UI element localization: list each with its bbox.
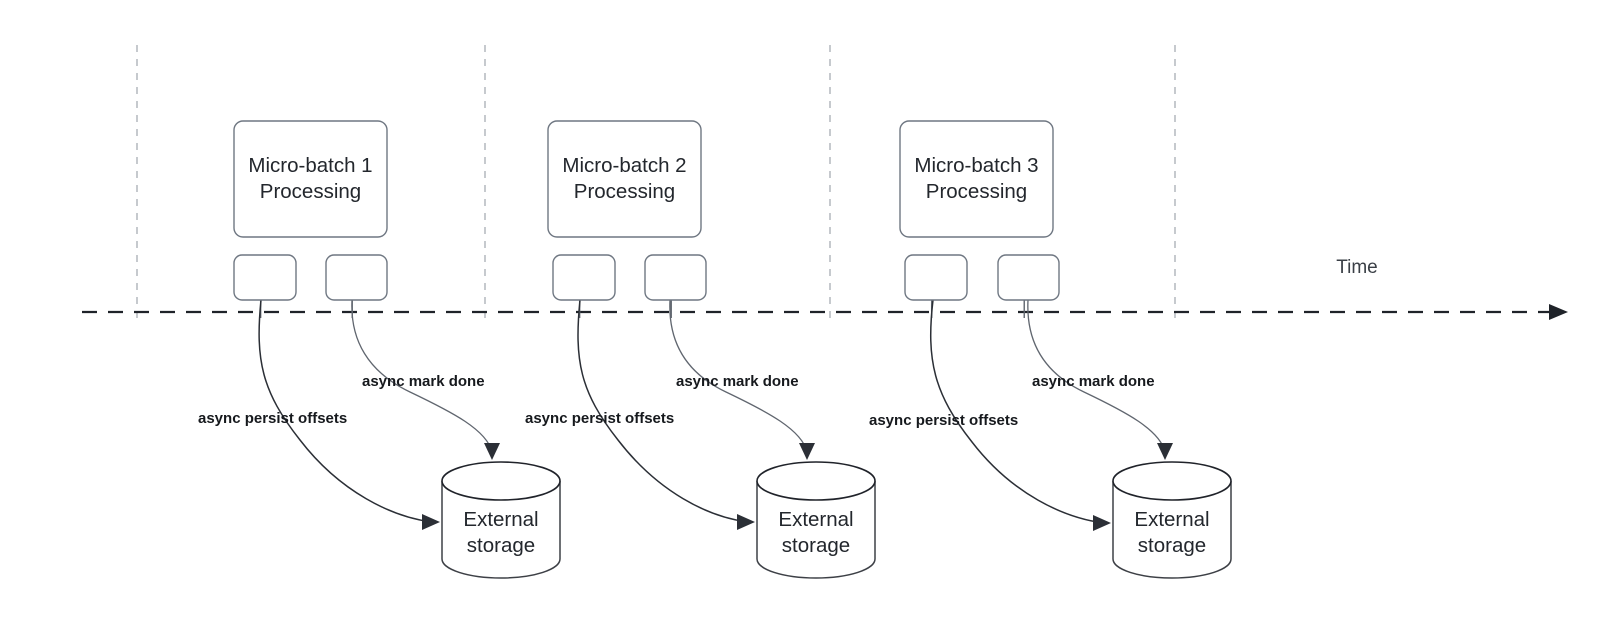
storage-label-line2-1: storage [467,534,535,557]
timeline-axis [82,304,1568,320]
micro-batch-label-line1-2: Micro-batch 2 [562,154,686,177]
async-persist-offsets-arrow-2 [737,514,755,530]
storage-label-line1-2: External [778,508,853,531]
persist-task-box-1[interactable] [233,254,297,301]
async-mark-done-path-2 [669,299,808,453]
async-mark-done-label-2: async mark done [676,373,799,390]
micro-batch-label-line2-1: Processing [260,180,361,203]
micro-batch-box-3[interactable] [899,120,1054,238]
mark-done-task-box-1[interactable] [325,254,388,301]
async-persist-offsets-path-2 [577,299,749,523]
tick-line-layer [136,45,1176,318]
micro-batch-label-line1-3: Micro-batch 3 [914,154,1038,177]
micro-batch-box-2[interactable] [547,120,702,238]
async-persist-offsets-label-1: async persist offsets [198,410,347,427]
flow-edge-layer [258,299,1173,531]
persist-task-box-3[interactable] [904,254,968,301]
async-mark-done-arrow-2 [799,443,815,460]
storage-label-line1-3: External [1134,508,1209,531]
axis-label-layer: Time [1336,257,1378,278]
storage-cylinder-top-2 [756,461,876,501]
storage-cylinder-body-2[interactable] [756,481,876,579]
async-persist-offsets-label-3: async persist offsets [869,412,1018,429]
async-mark-done-path-3 [1027,299,1166,453]
async-mark-done-arrow-3 [1157,443,1173,460]
storage-cylinder-body-1[interactable] [441,481,561,579]
storage-cylinder-body-3[interactable] [1112,481,1232,579]
mark-done-task-box-2[interactable] [644,254,707,301]
async-persist-offsets-path-1 [258,299,433,523]
storage-label-line2-3: storage [1138,534,1206,557]
micro-batch-label-line2-3: Processing [926,180,1027,203]
async-persist-offsets-arrow-3 [1093,515,1111,531]
edge-label-layer: async persist offsets async mark done asyn… [198,373,1155,429]
persist-task-box-2[interactable] [552,254,616,301]
storage-label-line2-2: storage [782,534,850,557]
time-axis-label: Time [1336,257,1378,278]
storage-label-line1-1: External [463,508,538,531]
async-persist-offsets-label-2: async persist offsets [525,410,674,427]
timeline-arrow-head [1549,304,1568,320]
storage-cylinder-top-3 [1112,461,1232,501]
async-mark-done-arrow-1 [484,443,500,460]
async-mark-done-path-1 [351,299,493,453]
micro-batch-label-line1-1: Micro-batch 1 [248,154,372,177]
async-mark-done-label-1: async mark done [362,373,485,390]
async-persist-offsets-arrow-1 [422,514,440,530]
mark-done-task-box-3[interactable] [997,254,1060,301]
micro-batch-box-1[interactable] [233,120,388,238]
async-persist-offsets-path-3 [929,299,1105,524]
micro-batch-label-line2-2: Processing [574,180,675,203]
async-mark-done-label-3: async mark done [1032,373,1155,390]
storage-cylinder-top-1 [441,461,561,501]
